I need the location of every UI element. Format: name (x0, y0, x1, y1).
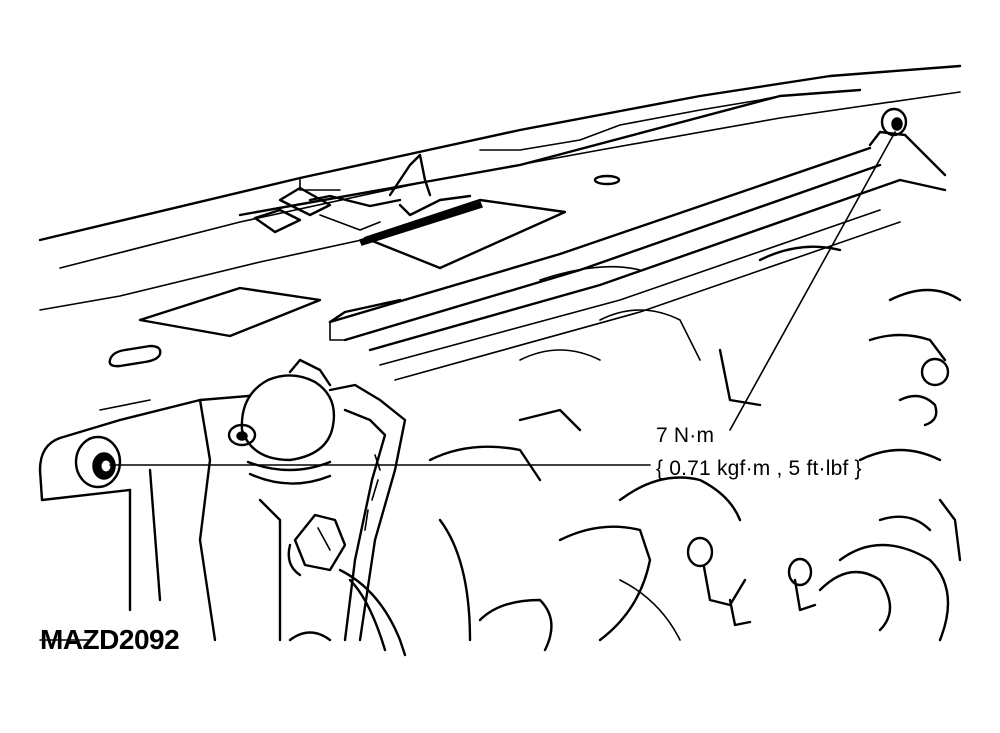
engine-components (198, 245, 962, 652)
support-pads (138, 198, 567, 338)
panel-holes (108, 174, 621, 368)
right-bolt (868, 107, 947, 177)
torque-value-conversions: { 0.71 kgf·m , 5 ft·lbf } (656, 457, 862, 480)
hood-latch (253, 153, 472, 234)
left-mount-bracket (38, 393, 262, 612)
overflow-hose (328, 383, 407, 657)
left-bolt-nut (74, 435, 122, 489)
lower-frame-lines (39, 631, 332, 642)
figure-code-label: MAZD2092 (40, 624, 180, 655)
torque-leader-lines (109, 131, 896, 466)
torque-value-metric: 7 N·m (656, 424, 715, 447)
hood-panel (38, 64, 962, 311)
sensor-connector (287, 513, 347, 577)
radiator-support-bar (238, 88, 947, 381)
